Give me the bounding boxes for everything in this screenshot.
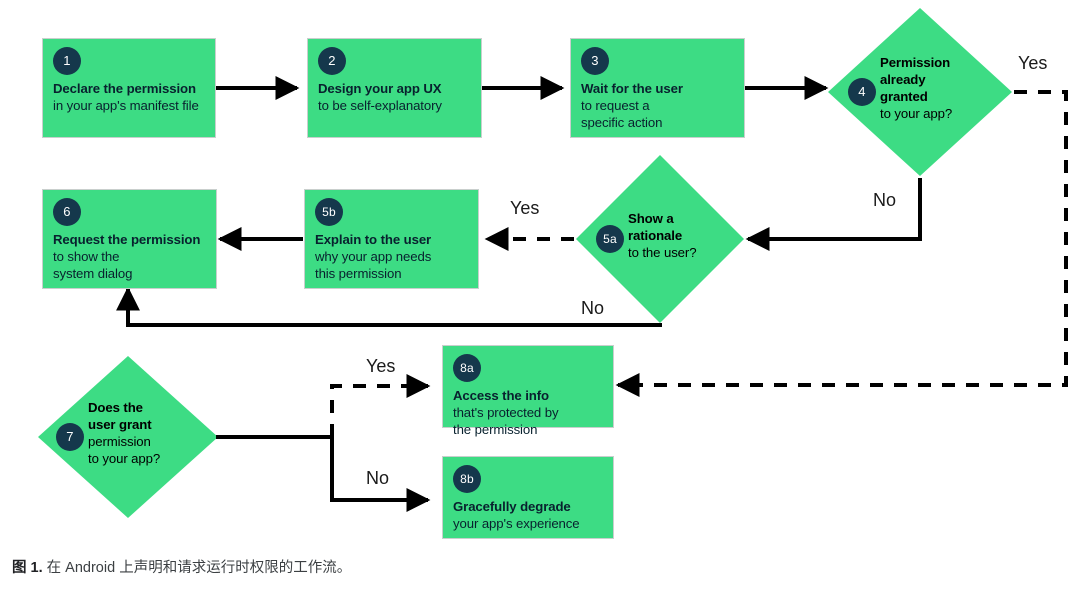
edge-5a-no-path: [116, 286, 662, 327]
step-title-5b: Explain to the user: [315, 232, 432, 247]
edge-label-step5a-yes: Yes: [510, 198, 540, 218]
step-sub-1: in your app's manifest file: [53, 98, 199, 113]
step-title-8b: Gracefully degrade: [453, 499, 571, 514]
step-title-2: Design your app UX: [318, 81, 442, 96]
node-step-6[interactable]: 6 Request the permission to show the sys…: [42, 189, 217, 289]
edge-label-step5a-no: No: [581, 298, 605, 318]
edge-label-step4-no: No: [873, 190, 897, 210]
node-step-5b[interactable]: 5b Explain to the user why your app need…: [304, 189, 479, 289]
step-badge-8a: 8a: [453, 354, 481, 382]
step-badge-6: 6: [53, 198, 81, 226]
node-step-2[interactable]: 2 Design your app UX to be self-explanat…: [307, 38, 482, 138]
step-badge-2: 2: [318, 47, 346, 75]
step-sub-6-line1: to show the: [53, 249, 120, 264]
step-badge-5b: 5b: [315, 198, 343, 226]
node-step-3[interactable]: 3 Wait for the user to request a specifi…: [570, 38, 745, 138]
step-sub-3-line1: to request a: [581, 98, 650, 113]
node-step-8a[interactable]: 8a Access the info that's protected by t…: [442, 345, 614, 437]
step-title-1: Declare the permission: [53, 81, 196, 96]
diamond-shape-step-4: [828, 8, 1012, 176]
step-sub-8a-line2: the permission: [453, 422, 538, 437]
diamond-shape-step-7: [38, 356, 218, 518]
edge-7-yes-to-8a: [330, 374, 431, 437]
step-badge-8b: 8b: [453, 465, 481, 493]
step-sub-5b-line2: this permission: [315, 266, 402, 281]
edge-label-step7-yes: Yes: [366, 356, 396, 376]
step-sub-3-line2: specific action: [581, 115, 663, 130]
figure-caption: 图 1. 在 Android 上声明和请求运行时权限的工作流。: [12, 556, 351, 577]
step-sub-8b: your app's experience: [453, 516, 580, 531]
node-step-1[interactable]: 1 Declare the permission in your app's m…: [42, 38, 216, 138]
figure-caption-label: 图 1.: [12, 560, 43, 576]
edge-label-step7-no: No: [366, 468, 390, 488]
step-badge-3: 3: [581, 47, 609, 75]
step-sub-6-line2: system dialog: [53, 266, 133, 281]
step-sub-5b-line1: why your app needs: [315, 249, 432, 264]
edge-4-yes-to-8a: [615, 90, 1068, 397]
figure-caption-text: 在 Android 上声明和请求运行时权限的工作流。: [42, 560, 352, 576]
diamond-shape-step-5a: [576, 155, 744, 323]
node-step-8b[interactable]: 8b Gracefully degrade your app's experie…: [442, 456, 614, 539]
step-title-3: Wait for the user: [581, 81, 683, 96]
step-title-8a: Access the info: [453, 388, 549, 403]
edge-4-no-to-5a: [745, 178, 922, 251]
edge-label-step4-yes: Yes: [1018, 53, 1048, 73]
step-sub-8a-line1: that's protected by: [453, 405, 559, 420]
step-badge-1: 1: [53, 47, 81, 75]
step-title-6: Request the permission: [53, 232, 201, 247]
step-sub-2: to be self-explanatory: [318, 98, 442, 113]
edge-7-no-to-8b: [330, 437, 431, 512]
